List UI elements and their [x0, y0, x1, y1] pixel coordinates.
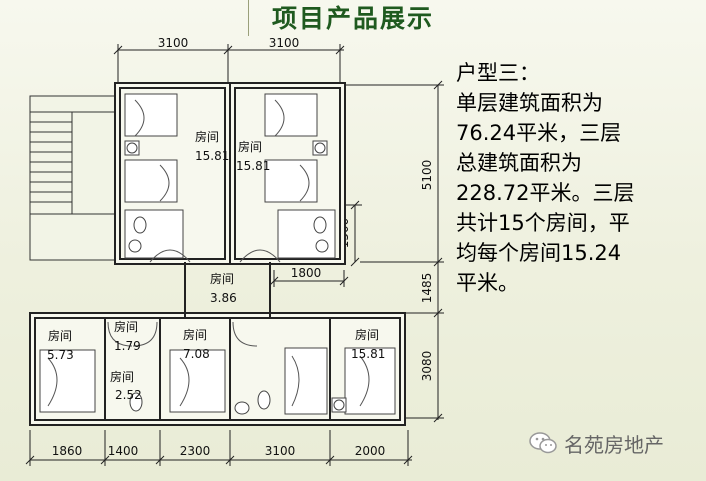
room-3-label: 房间 [210, 271, 234, 286]
dim-bottom-5: 2000 [355, 444, 386, 458]
dim-bottom-3: 2300 [180, 444, 211, 458]
dim-bottom-1: 1860 [52, 444, 83, 458]
room-7-label: 房间 [183, 327, 207, 342]
room-1-area: 15.81 [195, 149, 229, 163]
room-2-area: 15.81 [236, 159, 270, 173]
dim-right-1485: 1485 [420, 273, 434, 304]
desc-line: 单层建筑面积为 [456, 91, 603, 115]
page-title: 项目产品展示 [271, 4, 434, 33]
desc-line: 共计15个房间，平 [456, 211, 630, 235]
dim-right-3080: 3080 [420, 351, 434, 382]
dim-inner-1800: 1800 [291, 266, 322, 280]
desc-line: 76.24平米，三层 [456, 121, 622, 145]
room-6-area: 2.52 [115, 388, 142, 402]
room-7-area: 7.08 [183, 347, 210, 361]
room-5-area: 1.79 [114, 339, 141, 353]
room-8-label: 房间 [355, 327, 379, 342]
furniture [39, 93, 396, 415]
desc-line: 平米。 [456, 271, 519, 295]
dim-right-5100: 5100 [420, 160, 434, 191]
room-8-area: 15.81 [351, 347, 385, 361]
dim-bottom-4: 3100 [265, 444, 296, 458]
room-4-area: 5.73 [47, 348, 74, 362]
desc-line: 总建筑面积为 [456, 151, 582, 175]
dim-bottom-2: 1400 [108, 444, 139, 458]
unit-description: 户型三： 单层建筑面积为 76.24平米，三层 总建筑面积为 228.72平米。… [456, 58, 701, 298]
desc-line: 均每个房间15.24 [456, 241, 622, 265]
room-5-label: 房间 [114, 319, 138, 334]
desc-line: 户型三： [456, 61, 540, 85]
room-4-label: 房间 [48, 328, 72, 343]
room-6-label: 房间 [110, 369, 134, 384]
title-divider [248, 0, 249, 36]
desc-line: 228.72平米。三层 [456, 181, 635, 205]
room-3-area: 3.86 [210, 291, 237, 305]
room-2-label: 房间 [238, 139, 262, 154]
watermark: 名苑房地产 [528, 428, 664, 458]
room-1-label: 房间 [195, 129, 219, 144]
watermark-text: 名苑房地产 [564, 432, 664, 457]
staircase [29, 95, 116, 261]
wechat-icon [529, 432, 557, 454]
dim-top-1: 3100 [158, 36, 189, 50]
dim-top-2: 3100 [269, 36, 300, 50]
